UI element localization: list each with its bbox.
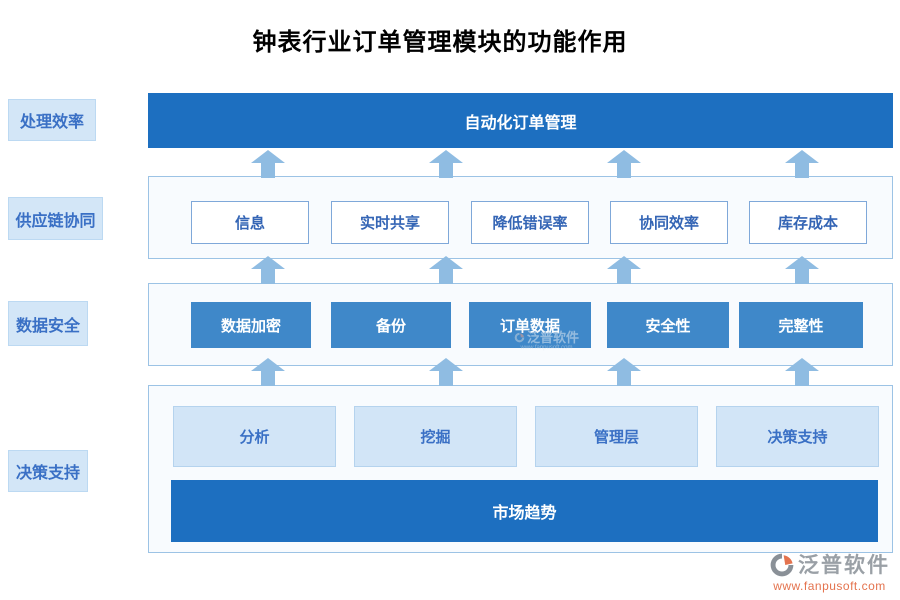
supply-item-box: 库存成本 <box>749 201 867 244</box>
up-arrow-icon <box>785 256 819 284</box>
security-item-box: 备份 <box>331 302 451 348</box>
fanpusoft-logo: 泛普软件 www.fanpusoft.com <box>769 552 890 592</box>
supply-item-box: 信息 <box>191 201 309 244</box>
security-item-box: 安全性 <box>607 302 729 348</box>
security-item-box: 订单数据 <box>469 302 591 348</box>
up-arrow-icon <box>429 150 463 178</box>
up-arrow-icon <box>251 358 285 386</box>
up-arrow-icon <box>785 358 819 386</box>
side-label-supply-chain-collaboration: 供应链协同 <box>8 197 103 240</box>
side-label-processing-efficiency: 处理效率 <box>8 99 96 141</box>
fanpusoft-logo-icon <box>770 553 794 577</box>
supply-item-box: 协同效率 <box>610 201 728 244</box>
up-arrow-icon <box>429 358 463 386</box>
security-item-box: 完整性 <box>739 302 863 348</box>
side-label-decision-support: 决策支持 <box>8 450 88 492</box>
up-arrow-icon <box>785 150 819 178</box>
fanpusoft-brand-text: 泛普软件 <box>798 552 890 577</box>
up-arrow-icon <box>607 358 641 386</box>
side-label-data-security: 数据安全 <box>8 301 88 346</box>
fanpusoft-url-text: www.fanpusoft.com <box>773 579 886 593</box>
market-trends-bar: 市场趋势 <box>171 480 878 542</box>
decision-item-box: 决策支持 <box>716 406 879 467</box>
supply-item-box: 降低错误率 <box>471 201 589 244</box>
decision-support-row-panel: 分析 挖掘 管理层 决策支持 市场趋势 <box>148 385 893 553</box>
decision-item-box: 分析 <box>173 406 336 467</box>
page-title: 钟表行业订单管理模块的功能作用 <box>252 30 628 56</box>
up-arrow-icon <box>251 256 285 284</box>
supply-chain-row-panel: 信息 实时共享 降低错误率 协同效率 库存成本 <box>148 176 893 259</box>
supply-item-box: 实时共享 <box>331 201 449 244</box>
data-security-row-panel: 数据加密 备份 订单数据 安全性 完整性 <box>148 283 893 366</box>
up-arrow-icon <box>429 256 463 284</box>
up-arrow-icon <box>607 150 641 178</box>
up-arrow-icon <box>607 256 641 284</box>
top-bar-automated-order-management: 自动化订单管理 <box>148 93 893 148</box>
security-item-box: 数据加密 <box>191 302 311 348</box>
decision-item-box: 管理层 <box>535 406 698 467</box>
decision-item-box: 挖掘 <box>354 406 517 467</box>
up-arrow-icon <box>251 150 285 178</box>
